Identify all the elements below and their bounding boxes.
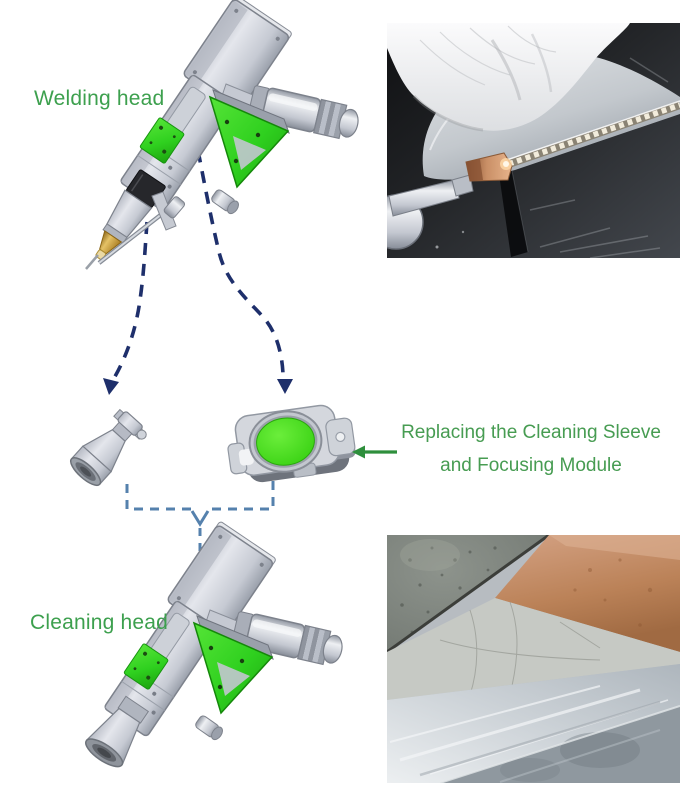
cleaning-head-model bbox=[85, 520, 347, 768]
green-left-arrow-icon bbox=[352, 445, 397, 459]
semi-clean-band bbox=[387, 598, 680, 700]
welding-process-photo bbox=[387, 23, 680, 258]
replace-caption: Replacing the Cleaning Sleeve and Focusi… bbox=[395, 416, 667, 482]
rust-area bbox=[495, 535, 680, 652]
dashed-merge-arrow-icon bbox=[208, 481, 275, 511]
welding-head-label: Welding head bbox=[34, 87, 165, 110]
dashed-merge-arrow-icon bbox=[125, 484, 192, 511]
caption-line-1: Replacing the Cleaning Sleeve bbox=[401, 422, 661, 443]
filler-wire bbox=[85, 254, 99, 270]
arrowhead-left bbox=[103, 378, 119, 395]
cleaning-head-label: Cleaning head bbox=[30, 611, 169, 634]
focusing-module-part bbox=[227, 404, 356, 483]
brass-nozzle bbox=[99, 230, 123, 255]
cleaning-sleeve-part bbox=[69, 408, 147, 487]
laser-cleaning-photo bbox=[387, 535, 680, 783]
merge-chevron-icon bbox=[190, 510, 210, 527]
sheet-gap-shadow bbox=[499, 171, 528, 257]
work-glove bbox=[387, 23, 630, 131]
sheet-edge bbox=[387, 535, 550, 654]
torch-barrel bbox=[388, 179, 460, 217]
cleaned-stripe bbox=[387, 664, 680, 783]
focusing-lens bbox=[256, 417, 315, 466]
transfer-arrows bbox=[103, 129, 293, 395]
dashed-down-arrow-icon bbox=[192, 129, 285, 375]
caption-line-2: and Focusing Module bbox=[440, 455, 622, 476]
dashed-down-arrow-icon bbox=[111, 221, 149, 381]
welding-head-model bbox=[85, 0, 363, 270]
arrowhead-right bbox=[277, 379, 293, 394]
merge-bracket bbox=[125, 481, 275, 553]
